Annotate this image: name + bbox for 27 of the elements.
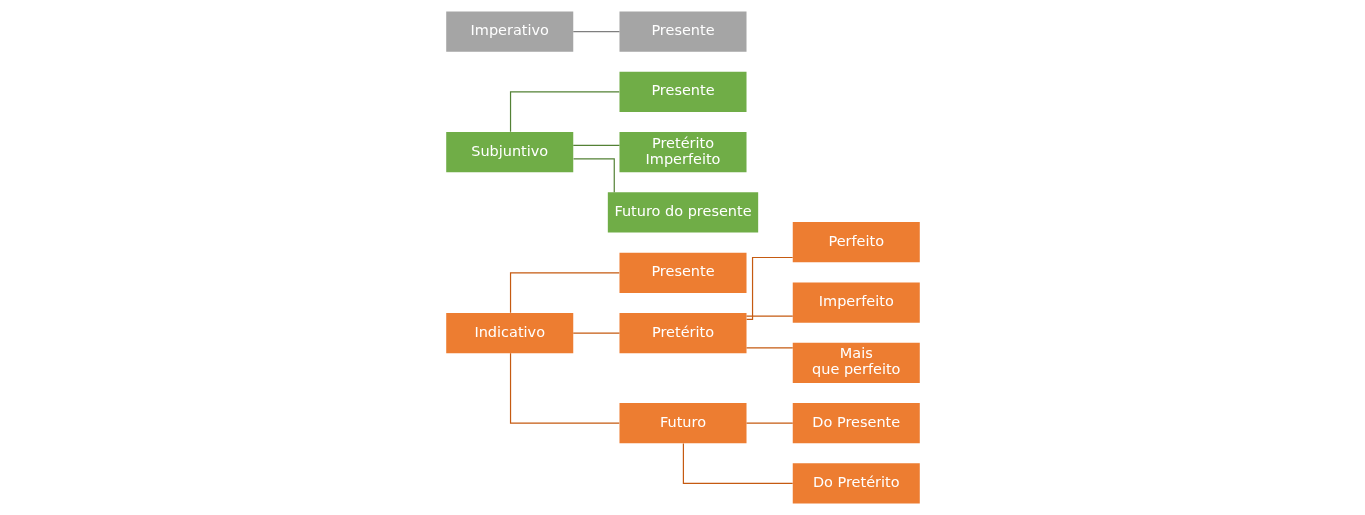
- connector: [745, 315, 793, 317]
- node-box: Presente: [619, 71, 746, 112]
- node-box: Imperfeito: [792, 282, 920, 323]
- node-box: Do Presente: [792, 403, 920, 444]
- node-box: Presente: [619, 252, 746, 293]
- connector: [509, 91, 620, 133]
- node-box: Presente: [619, 11, 746, 52]
- node-box: Mais que perfeito: [792, 342, 920, 383]
- node-box: Indicativo: [445, 313, 573, 354]
- node-box: Subjuntivo: [445, 132, 573, 173]
- connector: [745, 422, 793, 424]
- connector: [572, 144, 620, 147]
- connector: [745, 256, 793, 320]
- connector: [572, 30, 620, 33]
- node-box: Futuro do presente: [607, 192, 758, 233]
- node-box: Pretérito Imperfeito: [619, 132, 746, 173]
- connector: [572, 158, 615, 193]
- connector: [509, 352, 620, 424]
- node-box: Perfeito: [792, 222, 920, 263]
- connector: [572, 332, 620, 334]
- connector: [509, 272, 620, 314]
- connector: [745, 347, 793, 349]
- node-box: Pretérito: [619, 313, 746, 354]
- node-box: Futuro: [619, 403, 746, 444]
- connector: [682, 442, 793, 485]
- node-box: Imperativo: [445, 11, 573, 52]
- node-box: Do Pretérito: [792, 463, 920, 504]
